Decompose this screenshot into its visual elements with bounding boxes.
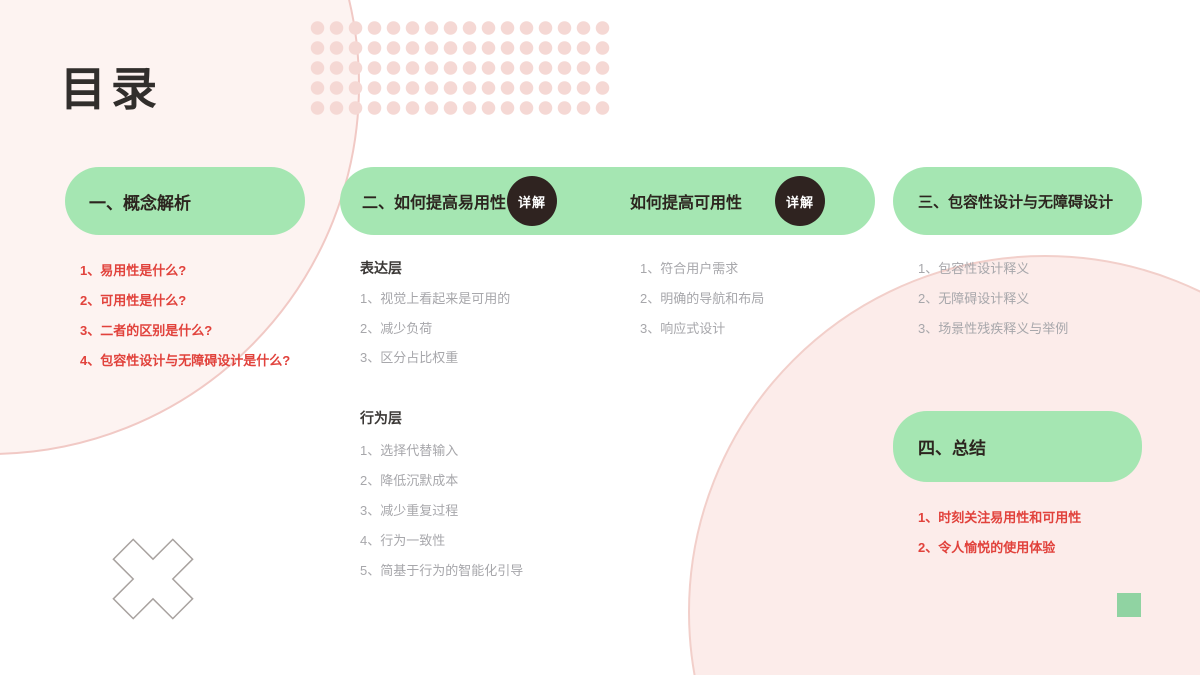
section-3-header-label: 三、包容性设计与无障碍设计 [918, 193, 1114, 211]
toc-item: 5、简基于行为的智能化引导 [360, 563, 524, 578]
section-4-header-pill: 四、总结 [893, 411, 1142, 482]
toc-item: 1、时刻关注易用性和可用性 [918, 510, 1082, 525]
section-2-availability-label: 如何提高可用性 [630, 195, 743, 212]
toc-item: 2、降低沉默成本 [360, 473, 459, 488]
group-title-behavior-layer: 行为层 [360, 410, 402, 426]
toc-item: 1、符合用户需求 [640, 261, 739, 276]
detail-badge-usability[interactable]: 详解 [507, 176, 557, 226]
section-2-usability-label: 二、如何提高易用性 [362, 195, 507, 212]
section-1-header-label: 一、概念解析 [89, 193, 191, 213]
toc-item: 4、行为一致性 [360, 533, 446, 548]
section-3-header-pill: 三、包容性设计与无障碍设计 [893, 167, 1142, 235]
green-square-decoration [1117, 593, 1141, 617]
toc-item: 3、响应式设计 [640, 321, 726, 336]
toc-item: 2、令人愉悦的使用体验 [918, 540, 1056, 555]
toc-item: 3、二者的区别是什么? [80, 323, 213, 338]
toc-item: 3、场景性残疾释义与举例 [918, 321, 1069, 336]
dot-grid-pattern [308, 18, 612, 118]
toc-item: 1、选择代替输入 [360, 443, 459, 458]
toc-item: 2、可用性是什么? [80, 293, 187, 308]
section-1-header-pill: 一、概念解析 [65, 167, 305, 235]
detail-badge-availability[interactable]: 详解 [775, 176, 825, 226]
group-title-expression-layer: 表达层 [360, 260, 402, 276]
toc-item: 1、易用性是什么? [80, 263, 187, 278]
toc-item: 2、明确的导航和布局 [640, 291, 765, 306]
toc-item: 4、包容性设计与无障碍设计是什么? [80, 353, 291, 368]
section-2-header-pill: 二、如何提高易用性 详解 如何提高可用性 详解 [340, 167, 875, 235]
section-4-header-label: 四、总结 [918, 439, 986, 458]
x-cross-shape [112, 538, 194, 620]
page-title: 目录 [60, 63, 162, 115]
toc-item: 3、减少重复过程 [360, 503, 459, 518]
toc-item: 1、包容性设计释义 [918, 261, 1030, 276]
toc-item: 2、无障碍设计释义 [918, 291, 1030, 306]
toc-item: 1、视觉上看起来是可用的 [360, 291, 511, 306]
toc-item: 3、区分占比权重 [360, 350, 459, 365]
toc-item: 2、减少负荷 [360, 321, 433, 336]
